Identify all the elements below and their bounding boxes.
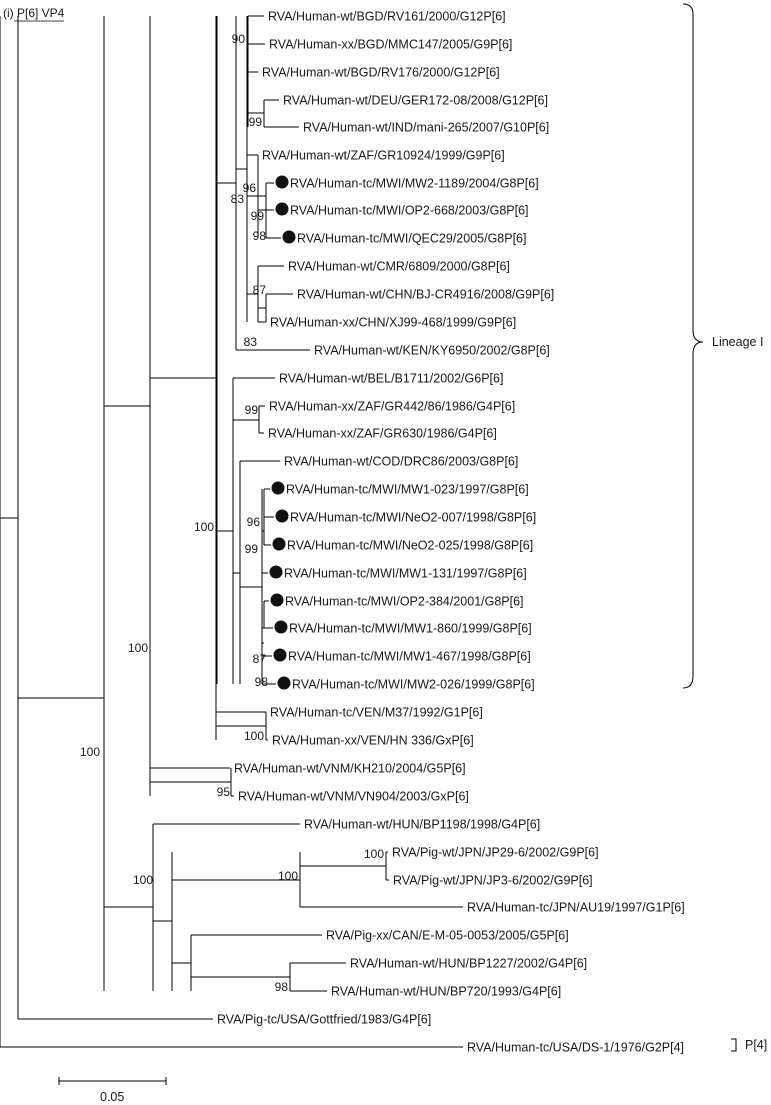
bootstrap-value: 87 xyxy=(253,283,267,297)
leaf-label: RVA/Human-wt/ZAF/GR10924/1999/G9P[6] xyxy=(262,149,505,163)
isolate-marker-dot xyxy=(277,676,291,690)
isolate-marker-dot xyxy=(274,620,288,634)
leaf-label: RVA/Pig-wt/JPN/JP3-6/2002/G9P[6] xyxy=(393,874,593,888)
leaf-label: RVA/Human-xx/VEN/HN 336/GxP[6] xyxy=(272,734,474,748)
isolate-marker-dot xyxy=(275,175,289,189)
leaf-label: RVA/Human-tc/MWI/MW1-023/1997/G8P[6] xyxy=(286,483,529,497)
leaf-label: RVA/Human-wt/HUN/BP720/1993/G4P[6] xyxy=(331,985,561,999)
leaf-label: RVA/Human-tc/MWI/NeO2-007/1998/G8P[6] xyxy=(290,511,536,525)
isolate-marker-dot xyxy=(275,202,289,216)
bootstrap-value: 100 xyxy=(128,641,148,655)
leaf-label: RVA/Human-wt/BGD/RV161/2000/G12P[6] xyxy=(268,10,506,24)
bootstrap-value: 100 xyxy=(194,520,214,534)
leaf-label: RVA/Human-tc/MWI/MW2-1189/2004/G8P[6] xyxy=(290,177,539,191)
leaf-label: RVA/Human-wt/COD/DRC86/2003/G8P[6] xyxy=(284,455,518,469)
bootstrap-value: 98 xyxy=(255,675,269,689)
leaf-label: RVA/Human-wt/KEN/KY6950/2002/G8P[6] xyxy=(314,344,550,358)
bootstrap-value: 100 xyxy=(364,847,384,861)
lineage-brace xyxy=(682,3,704,689)
leaf-label: RVA/Human-tc/JPN/AU19/1997/G1P[6] xyxy=(467,901,685,915)
bootstrap-value: 90 xyxy=(232,32,246,46)
leaf-labels: RVA/Human-wt/BGD/RV161/2000/G12P[6] RVA/H… xyxy=(217,10,685,1055)
isolate-marker-dot xyxy=(271,481,285,495)
leaf-label: RVA/Human-wt/DEU/GER172-08/2008/G12P[6] xyxy=(283,94,548,108)
isolate-marker-dot xyxy=(275,509,289,523)
bootstrap-value: 83 xyxy=(231,192,245,206)
bootstrap-value: 100 xyxy=(278,869,298,883)
bootstrap-labels: 9099968399988783999699879810010010095100… xyxy=(80,32,384,994)
bootstrap-value: 99 xyxy=(249,115,263,129)
leaf-label: RVA/Human-xx/ZAF/GR630/1986/G4P[6] xyxy=(268,427,497,441)
leaf-label: RVA/Pig-xx/CAN/E-M-05-0053/2005/G5P[6] xyxy=(326,929,569,943)
outgroup-bracket xyxy=(731,1038,737,1052)
leaf-label: RVA/Human-tc/MWI/OP2-668/2003/G8P[6] xyxy=(290,204,529,218)
leaf-label: RVA/Human-wt/BGD/RV176/2000/G12P[6] xyxy=(262,66,500,80)
leaf-label: RVA/Human-tc/MWI/QEC29/2005/G8P[6] xyxy=(297,232,527,246)
bootstrap-value: 95 xyxy=(217,785,231,799)
bootstrap-value: 87 xyxy=(253,652,267,666)
isolate-marker-dot xyxy=(273,648,287,662)
leaf-label: RVA/Human-wt/CMR/6809/2000/G8P[6] xyxy=(288,260,510,274)
leaf-label: RVA/Human-xx/BGD/MMC147/2005/G9P[6] xyxy=(269,38,512,52)
scale-bar: 0.05 xyxy=(58,1077,167,1104)
leaf-label: RVA/Pig-tc/USA/Gottfried/1983/G4P[6] xyxy=(217,1013,431,1027)
leaf-label: RVA/Human-wt/HUN/BP1198/1998/G4P[6] xyxy=(304,818,540,832)
bootstrap-value: 99 xyxy=(245,403,259,417)
bootstrap-value: 96 xyxy=(243,181,257,195)
leaf-label: RVA/Human-tc/MWI/OP2-384/2001/G8P[6] xyxy=(285,595,524,609)
leaf-label: RVA/Human-xx/ZAF/GR442/86/1986/G4P[6] xyxy=(269,400,515,414)
leaf-label: RVA/Human-tc/VEN/M37/1992/G1P[6] xyxy=(270,706,483,720)
tree-branches xyxy=(0,15,463,1048)
leaf-label: RVA/Human-tc/USA/DS-1/1976/G2P[4] xyxy=(467,1041,684,1055)
leaf-label: RVA/Human-tc/MWI/MW1-131/1997/G8P[6] xyxy=(284,567,527,581)
isolate-marker-dot xyxy=(282,230,296,244)
bootstrap-value: 99 xyxy=(245,542,259,556)
leaf-label: RVA/Human-wt/VNM/VN904/2003/GxP[6] xyxy=(238,790,469,804)
leaf-label: RVA/Human-tc/MWI/NeO2-025/1998/G8P[6] xyxy=(287,539,533,553)
bootstrap-value: 98 xyxy=(253,229,267,243)
isolate-marker-dot xyxy=(270,593,284,607)
leaf-label: RVA/Human-tc/MWI/MW2-026/1999/G8P[6] xyxy=(292,678,535,692)
bootstrap-value: 100 xyxy=(80,745,100,759)
leaf-label: RVA/Human-wt/IND/mani-265/2007/G10P[6] xyxy=(303,121,549,135)
leaf-label: RVA/Human-tc/MWI/MW1-860/1999/G8P[6] xyxy=(289,622,532,636)
bootstrap-value: 83 xyxy=(244,335,258,349)
isolate-markers xyxy=(269,175,296,690)
scale-label: 0.05 xyxy=(100,1090,124,1104)
bootstrap-value: 96 xyxy=(247,515,261,529)
leaf-label: RVA/Human-wt/VNM/KH210/2004/G5P[6] xyxy=(234,762,466,776)
leaf-label: RVA/Human-wt/CHN/BJ-CR4916/2008/G9P[6] xyxy=(297,288,554,302)
leaf-label: RVA/Human-wt/HUN/BP1227/2002/G4P[6] xyxy=(350,957,587,971)
lineage-label: Lineage I xyxy=(712,335,763,349)
outgroup-label: P[4] xyxy=(745,1038,767,1052)
bootstrap-value: 100 xyxy=(133,873,153,887)
isolate-marker-dot xyxy=(269,565,283,579)
leaf-label: RVA/Human-tc/MWI/MW1-467/1998/G8P[6] xyxy=(288,650,531,664)
bootstrap-value: 99 xyxy=(251,209,265,223)
leaf-label: RVA/Human-xx/CHN/XJ99-468/1999/G9P[6] xyxy=(270,316,516,330)
isolate-marker-dot xyxy=(272,537,286,551)
bootstrap-value: 98 xyxy=(275,980,289,994)
leaf-label: RVA/Pig-wt/JPN/JP29-6/2002/G9P[6] xyxy=(392,846,599,860)
panel-label: (i) P[6] VP4 xyxy=(3,6,65,20)
bootstrap-value: 100 xyxy=(244,729,264,743)
leaf-label: RVA/Human-wt/BEL/B1711/2002/G6P[6] xyxy=(279,372,503,386)
